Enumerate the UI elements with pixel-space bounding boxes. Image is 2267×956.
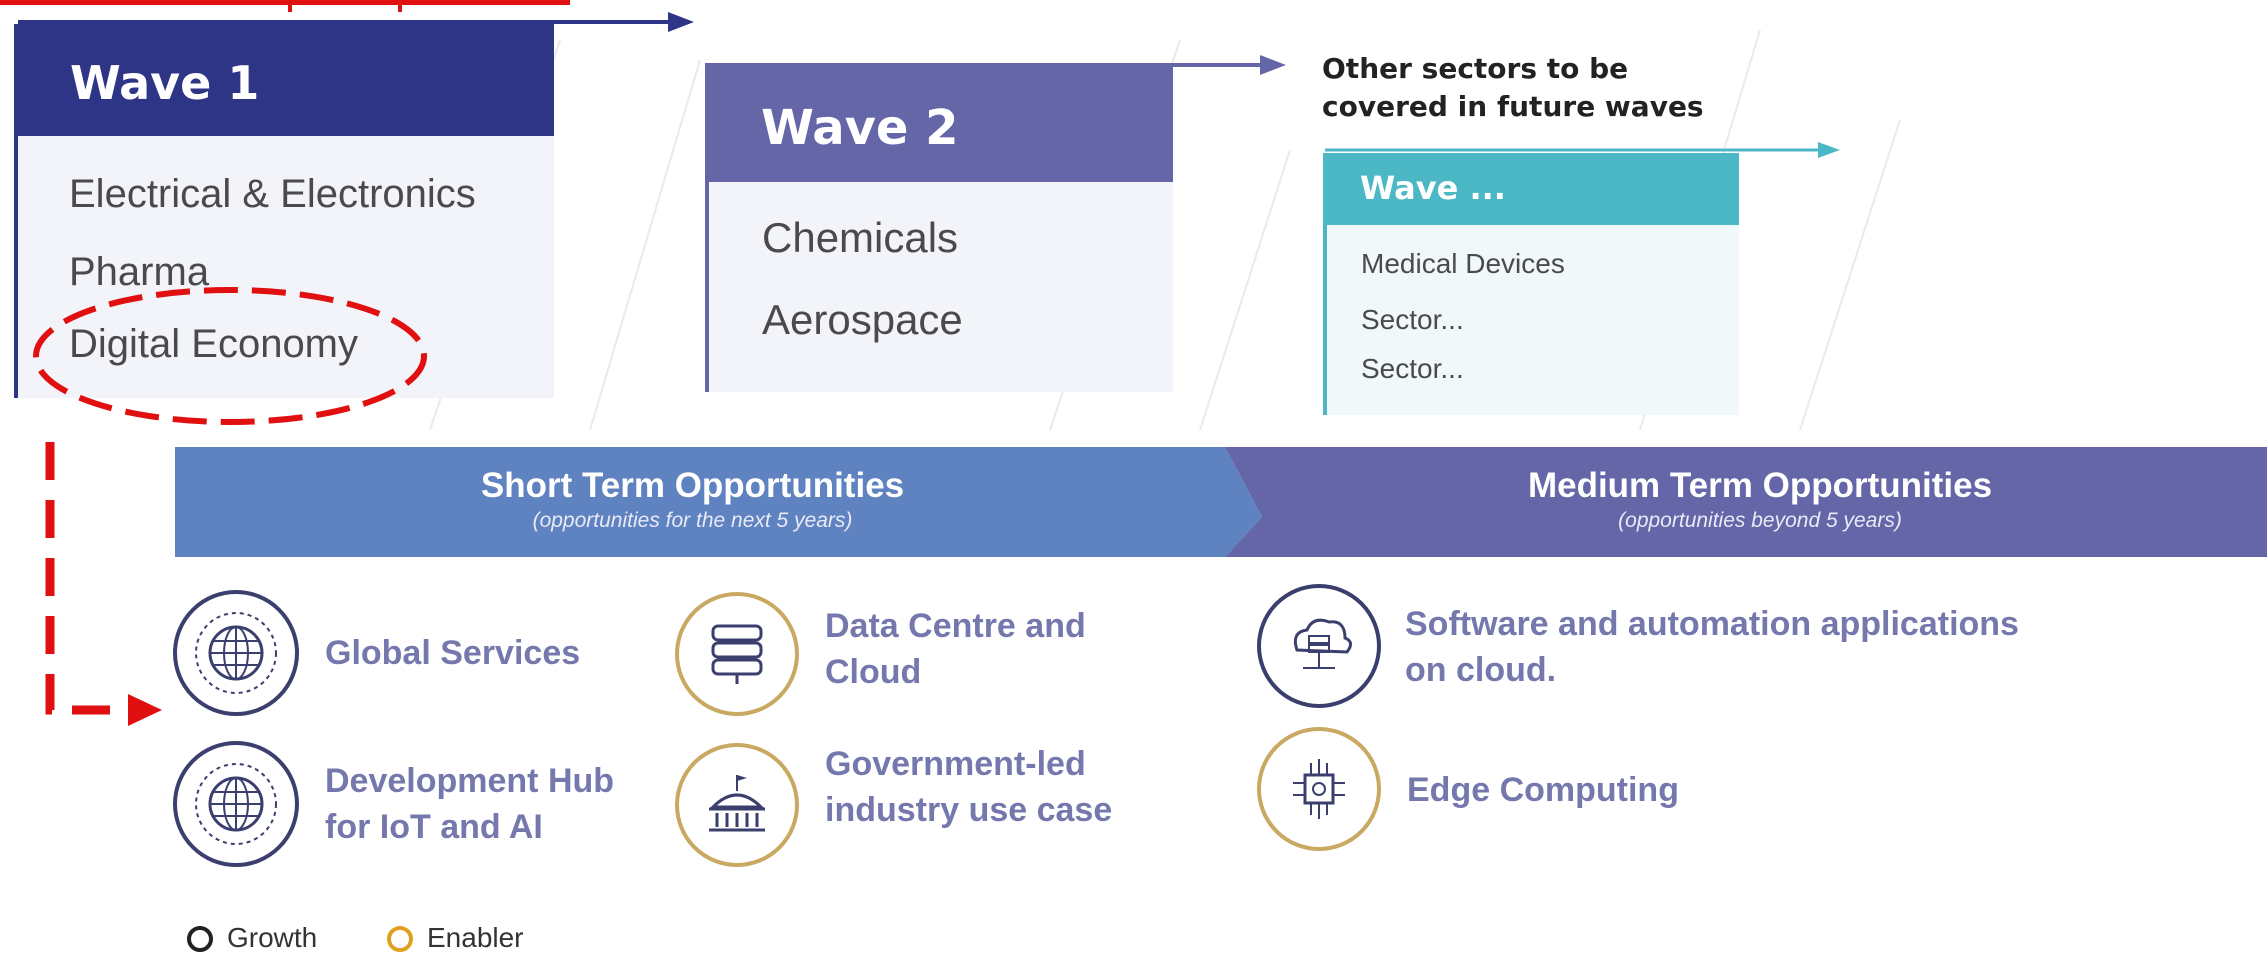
wave-2-item: Chemicals [762,214,959,261]
opportunity-label: Software and automation applications on … [1405,605,2019,689]
short-term-banner [175,447,1262,557]
wave-future-body [1327,225,1739,415]
highlight-mark [0,0,570,5]
cloud-server-icon [1257,584,1381,708]
other-sectors-note: Other sectors to be covered in future wa… [1322,52,1704,123]
wave-2-item: Aerospace [762,296,963,343]
short-term-subtitle: (opportunities for the next 5 years) [532,509,853,532]
globe-icon [173,741,299,867]
wave-2-left-bar [705,182,709,392]
wave-2-body [709,182,1173,392]
legend-growth-ring [187,926,213,952]
chip-icon [1257,727,1381,851]
wave-1-left-bar [14,136,18,398]
wave-1-item: Pharma [69,250,210,294]
opportunity-label: Edge Computing [1407,771,1679,809]
medium-term-title: Medium Term Opportunities [1527,466,1993,505]
opportunity-label: Government-led industry use case [825,745,1113,829]
highlight-mark [288,0,292,12]
wave-1-body [18,136,554,398]
wave-2-header: Wave 2 [705,66,1173,182]
medium-term-banner [1225,447,2267,557]
opportunity-label: Development Hub for IoT and AI [325,762,615,846]
wave-future-item: Sector... [1361,353,1464,384]
server-stack-icon [675,592,799,716]
government-building-icon [675,743,799,867]
wave-1-item: Electrical & Electronics [69,172,476,216]
opportunity-label: Global Services [325,634,581,672]
wave-future-item: Sector... [1361,304,1464,335]
wave-1-item: Digital Economy [69,322,359,366]
opportunity-label: Data Centre and Cloud [825,607,1086,691]
wave-future-item: Medical Devices [1361,248,1565,279]
short-term-title: Short Term Opportunities [480,466,905,505]
wave-arrows [18,12,1840,158]
medium-term-subtitle: (opportunities beyond 5 years) [1618,509,1902,532]
highlight-mark [398,0,402,12]
wave-future-header: Wave ... [1323,153,1739,225]
legend-growth-label: Growth [227,922,318,953]
globe-icon [173,590,299,716]
wave-future-left-bar [1323,225,1327,415]
legend-enabler-ring [387,926,413,952]
wave-1-header: Wave 1 [14,24,554,136]
legend-enabler-label: Enabler [427,922,524,953]
connector-arrowhead [128,694,162,726]
